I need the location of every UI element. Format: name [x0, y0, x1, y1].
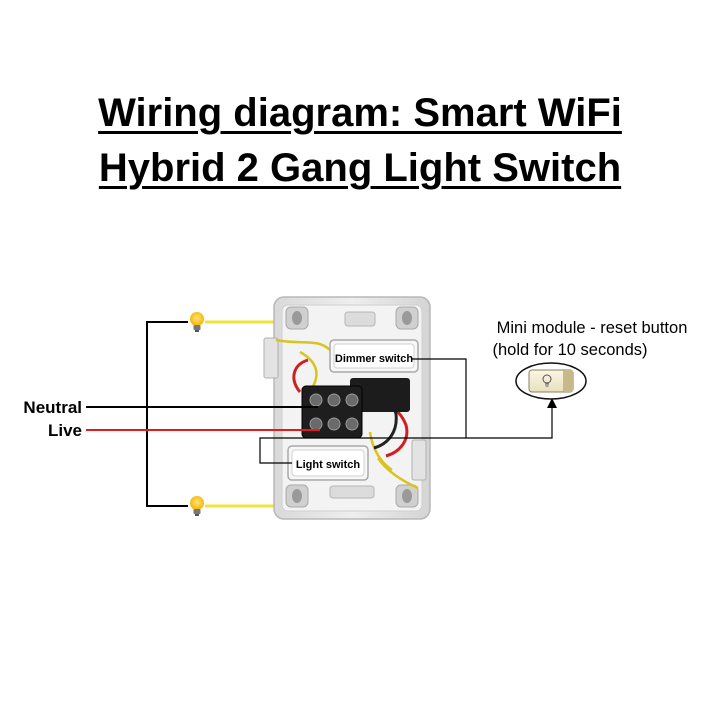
title-line-1: Wiring diagram: Smart WiFi [98, 91, 622, 135]
terminal-block [301, 385, 363, 439]
screw-hole-bottom-right [395, 484, 419, 508]
mini-module-sublabel: (hold for 10 seconds) [492, 341, 647, 359]
dimmer-switch[interactable]: Dimmer switch [329, 339, 419, 373]
mini-module-label: Mini module - reset button [497, 319, 688, 337]
live-label: Live [48, 421, 82, 440]
light-bulb-icon-bottom [190, 496, 204, 516]
dimmer-switch-label: Dimmer switch [335, 353, 414, 365]
reset-bulb-icon [542, 374, 552, 387]
title-line-2: Hybrid 2 Gang Light Switch [98, 146, 622, 190]
neutral-label: Neutral [23, 398, 82, 417]
light-switch[interactable]: Light switch [287, 445, 369, 481]
mini-module-reset-button[interactable] [515, 362, 587, 400]
inner-load-wiring [275, 338, 419, 490]
module-window [350, 378, 410, 412]
load-wire-top [205, 320, 278, 338]
dimmer-callout-line [412, 358, 467, 438]
light-bulb-icon-top [190, 312, 204, 332]
light-switch-callout-line [259, 398, 557, 464]
light-switch-label: Light switch [296, 459, 360, 471]
page-title: Wiring diagram: Smart WiFi Hybrid 2 Gang… [0, 86, 720, 196]
neutral-bracket [146, 321, 188, 507]
screw-hole-top-right [395, 306, 419, 330]
screw-hole-bottom-left [285, 484, 309, 508]
screw-hole-top-left [285, 306, 309, 330]
